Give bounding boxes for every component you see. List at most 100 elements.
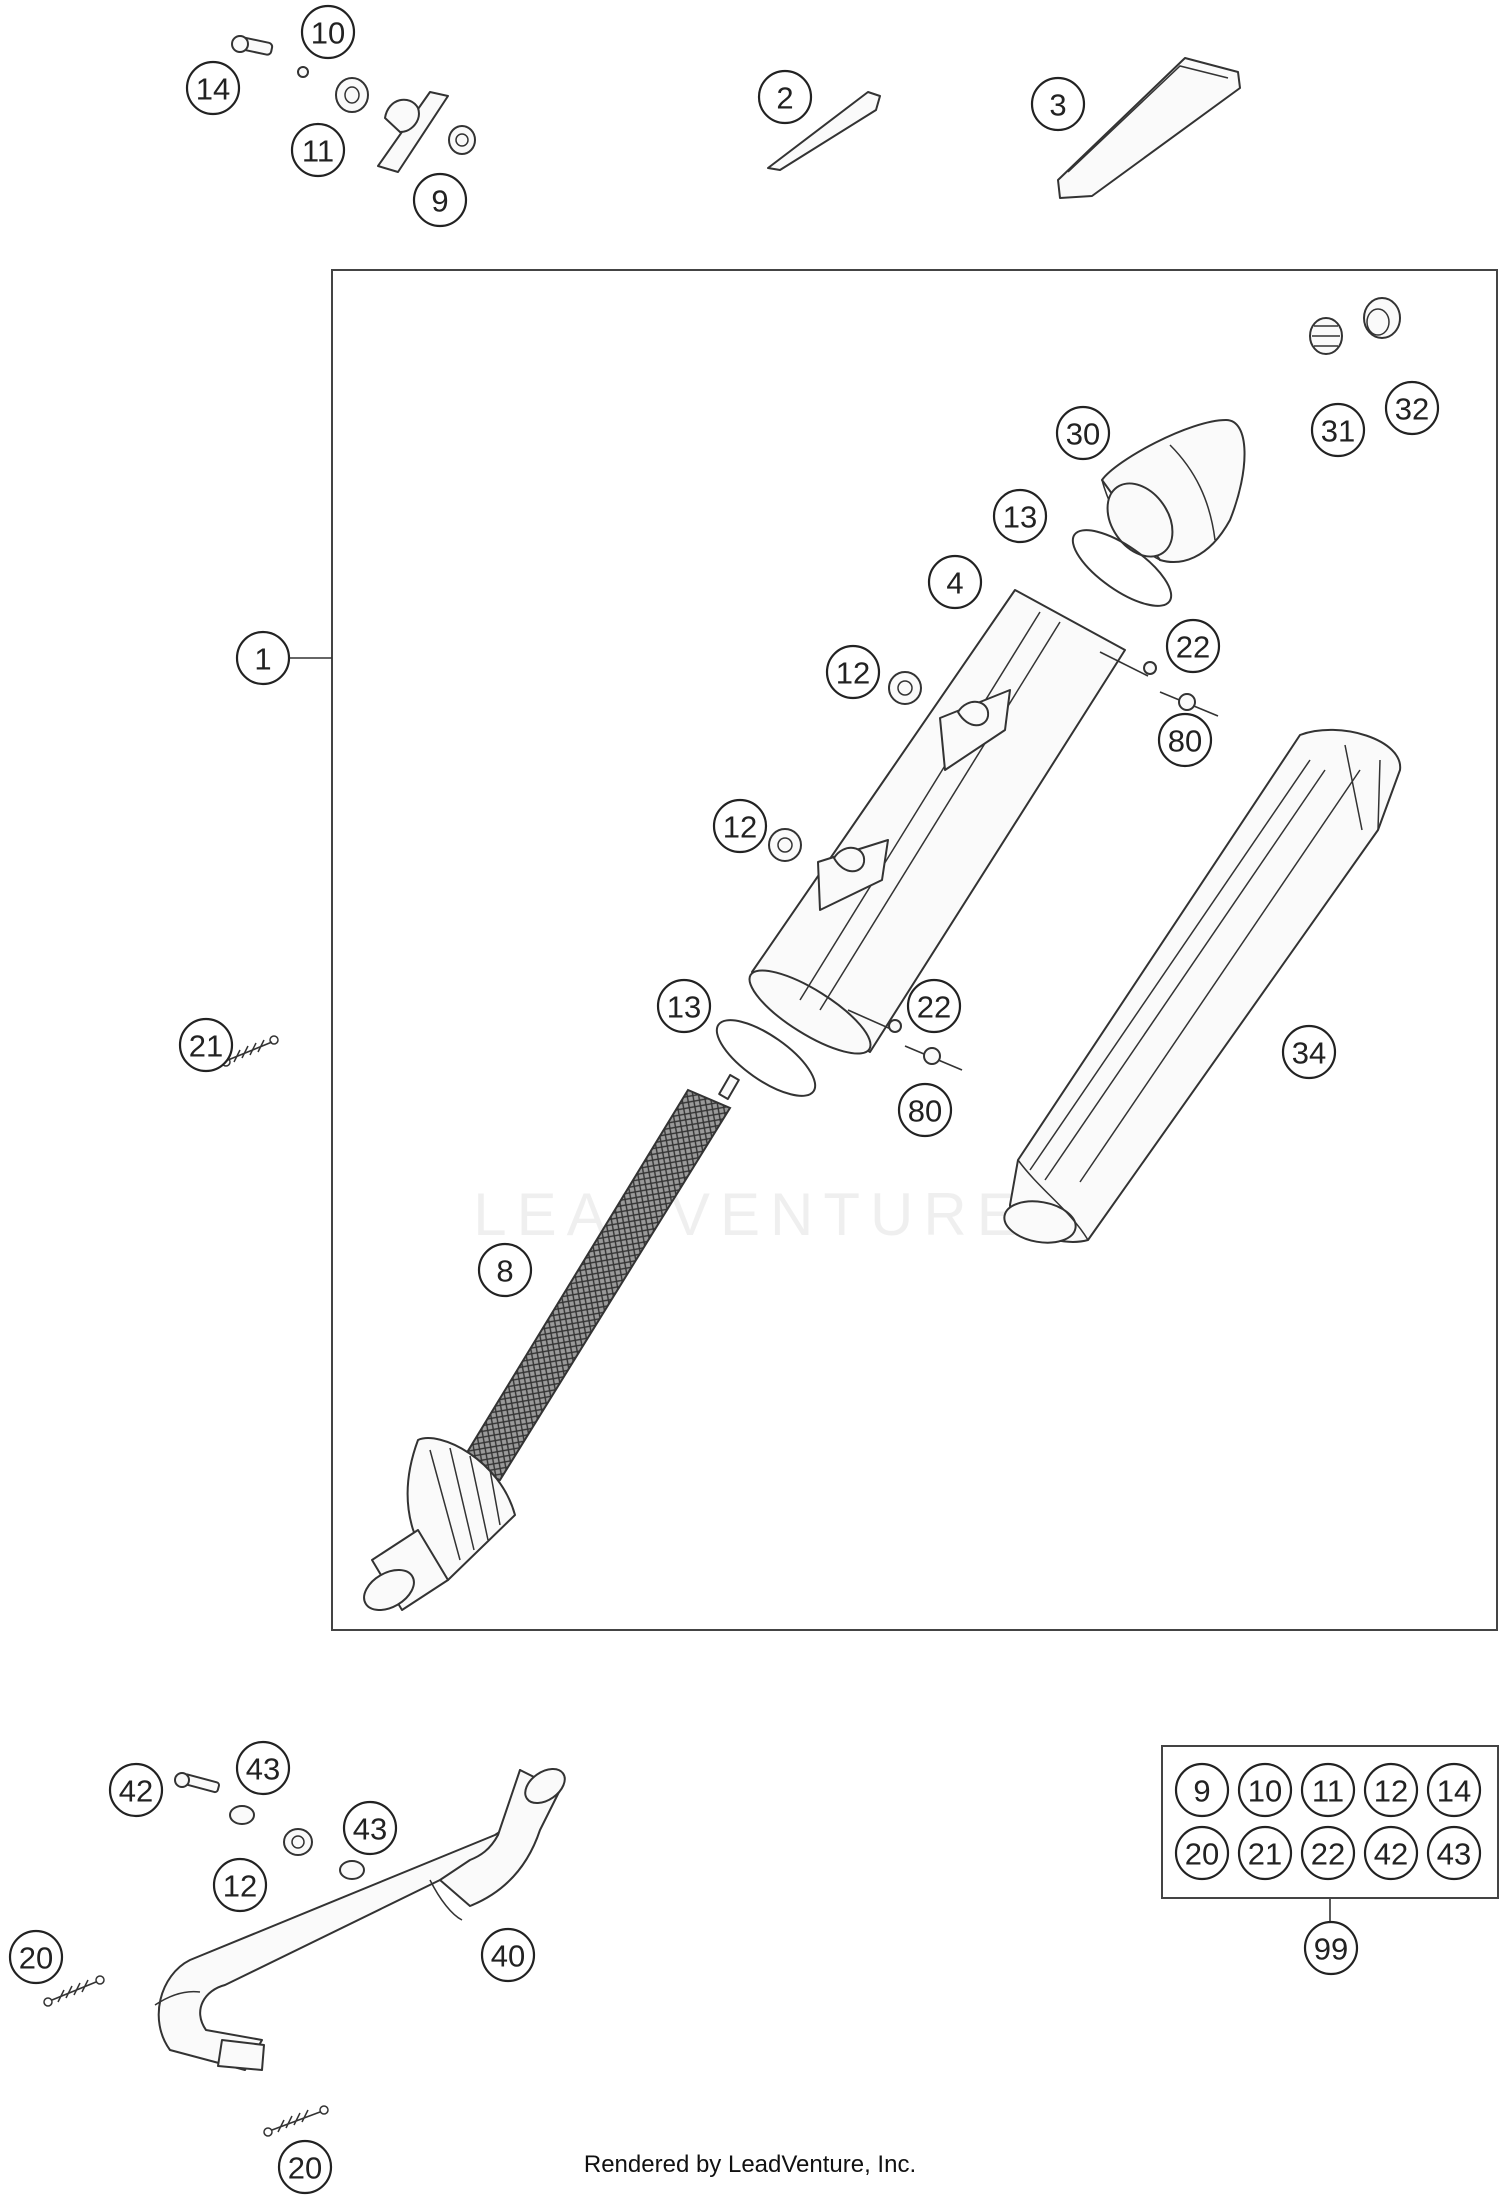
callout-9: 9 (412, 172, 468, 228)
callout-12: 12 (712, 798, 768, 854)
callout-circle (235, 630, 291, 686)
callout-number: 22 (1176, 630, 1210, 665)
callout-circle (757, 69, 813, 125)
callout-number: 43 (246, 1752, 280, 1787)
kit-circle (1174, 1762, 1230, 1818)
part-end-cap-30 (1101, 419, 1246, 563)
callout-2: 2 (757, 69, 813, 125)
kit-number: 22 (1311, 1837, 1345, 1872)
part-nut-9 (448, 125, 476, 155)
callout-number: 20 (19, 1941, 53, 1976)
part-spring-21 (221, 1035, 279, 1067)
callout-number: 4 (946, 566, 963, 601)
callout-circle (412, 172, 468, 228)
kit-number: 21 (1248, 1837, 1282, 1872)
callout-number: 31 (1321, 414, 1355, 449)
kit-number: 20 (1185, 1837, 1219, 1872)
callout-number: 99 (1314, 1932, 1348, 1967)
kit-number: 9 (1193, 1774, 1210, 1809)
callout-number: 21 (189, 1029, 223, 1064)
callout-circle (656, 978, 712, 1034)
callout-circle (1030, 76, 1086, 132)
callout-13: 13 (656, 978, 712, 1034)
callout-number: 2 (776, 81, 793, 116)
callout-circle (108, 1762, 164, 1818)
footer-credit: Rendered by LeadVenture, Inc. (584, 2151, 916, 2178)
callout-circle (1165, 618, 1221, 674)
kit-number: 42 (1374, 1837, 1408, 1872)
kit-item-22: 22 (1300, 1825, 1356, 1881)
callout-30: 30 (1055, 405, 1111, 461)
callout-circle (480, 1927, 536, 1983)
part-screw-14 (231, 35, 274, 56)
kit-number: 10 (1248, 1774, 1282, 1809)
callout-number: 22 (917, 990, 951, 1025)
callout-number: 3 (1049, 88, 1066, 123)
callout-number: 13 (667, 990, 701, 1025)
callout-circle (235, 1740, 291, 1796)
callout-number: 10 (311, 16, 345, 51)
part-spring-20-left (43, 1975, 105, 2007)
callout-42: 42 (108, 1762, 164, 1818)
kit-circle (1174, 1825, 1230, 1881)
callout-circle (212, 1857, 268, 1913)
callout-number: 12 (723, 810, 757, 845)
kit-number: 14 (1437, 1774, 1471, 1809)
part-grommet-31 (1309, 317, 1343, 355)
callout-number: 8 (496, 1254, 513, 1289)
part-silencer-sleeve-34 (1003, 728, 1402, 1244)
kit-item-42: 42 (1363, 1825, 1419, 1881)
part-bracket (377, 91, 449, 173)
part-gasket-13-lower (715, 1019, 817, 1097)
callout-43: 43 (342, 1800, 398, 1856)
callout-21: 21 (178, 1017, 234, 1073)
part-spring-20-bottom (263, 2105, 329, 2137)
callout-12: 12 (212, 1857, 268, 1913)
callout-number: 34 (1292, 1036, 1326, 1071)
kit-circle (1237, 1825, 1293, 1881)
callout-number: 14 (196, 72, 230, 107)
callout-11: 11 (290, 122, 346, 178)
part-gasket-13-upper (1071, 529, 1173, 607)
kit-item-21: 21 (1237, 1825, 1293, 1881)
callout-number: 20 (288, 2151, 322, 2186)
part-silencer-body-4 (748, 589, 1126, 1055)
kit-circle (1363, 1762, 1419, 1818)
part-rubber-mount-12-lower (768, 828, 802, 862)
part-rubber-mount-12-upper (888, 671, 922, 705)
callout-circle (8, 1929, 64, 1985)
callout-circle (290, 122, 346, 178)
callout-13: 13 (992, 488, 1048, 544)
callout-80: 80 (1157, 712, 1213, 768)
callout-31: 31 (1310, 402, 1366, 458)
callout-10: 10 (300, 4, 356, 60)
callout-40: 40 (480, 1927, 536, 1983)
part-screw-80-lower (904, 1045, 963, 1071)
assembly-frame (331, 269, 1498, 1631)
watermark-text: LEADVENTURE (473, 1181, 1026, 1248)
part-bolt-42 (174, 1772, 220, 1794)
callout-number: 9 (431, 184, 448, 219)
part-guard-3 (1057, 57, 1241, 199)
callout-number: 12 (836, 656, 870, 691)
kit-circle (1363, 1825, 1419, 1881)
callout-22: 22 (1165, 618, 1221, 674)
callout-80: 80 (897, 1082, 953, 1138)
callout-number: 80 (908, 1094, 942, 1129)
callout-43: 43 (235, 1740, 291, 1796)
kit-number: 11 (1312, 1774, 1344, 1809)
kit-circle (1300, 1825, 1356, 1881)
callout-1: 1 (235, 630, 291, 686)
callout-number: 32 (1395, 392, 1429, 427)
callout-number: 1 (254, 642, 271, 677)
kit-circle (1426, 1762, 1482, 1818)
callout-circle (1384, 380, 1440, 436)
callout-circle (1281, 1024, 1337, 1080)
callout-circle (300, 4, 356, 60)
part-cap-32 (1363, 297, 1401, 339)
callout-circle (712, 798, 768, 854)
callout-8: 8 (477, 1242, 533, 1298)
callout-circle (477, 1242, 533, 1298)
